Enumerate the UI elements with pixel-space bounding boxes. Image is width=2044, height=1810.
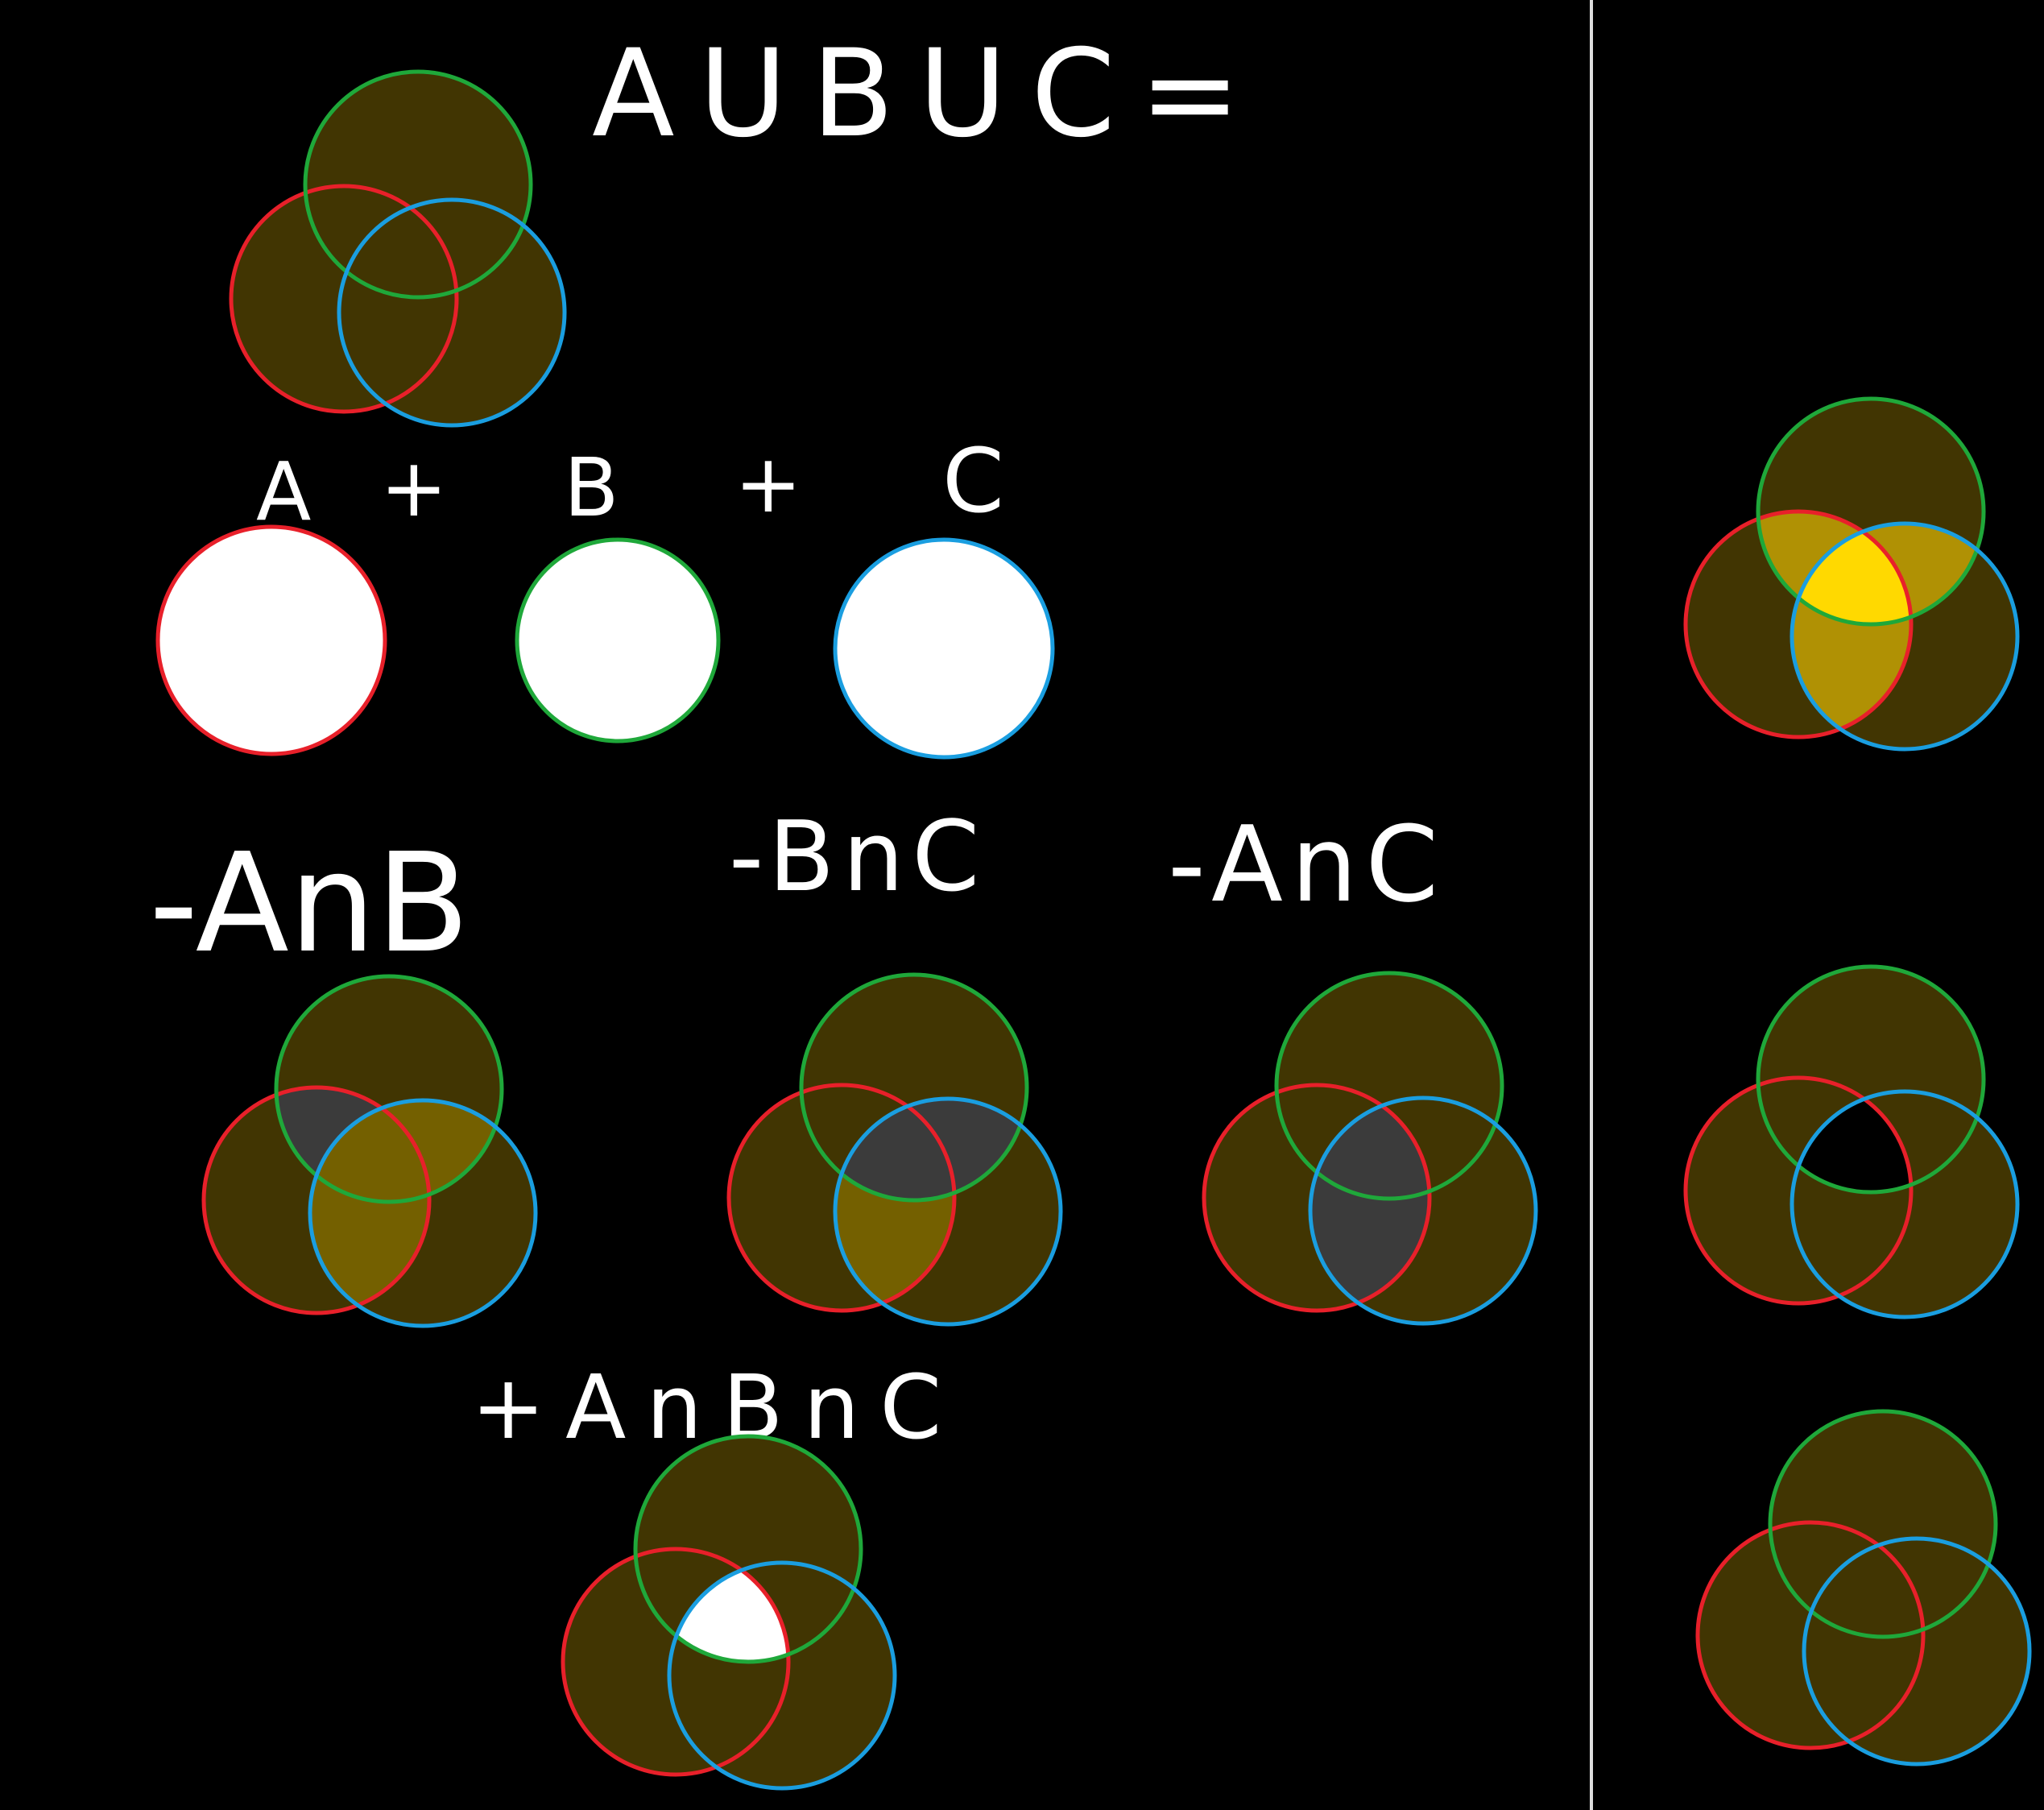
circle-c-outline: [1790, 1089, 2020, 1319]
union-label: AUBUC=: [592, 24, 1265, 164]
venn-union: [229, 69, 567, 428]
region-a-c: [1310, 1098, 1430, 1311]
single-circle-c: [833, 537, 1055, 760]
circle-b-outline: [1756, 964, 1986, 1195]
venn-right-mid: [1683, 964, 2020, 1319]
set-c-label: C: [942, 429, 1004, 532]
circle-b-outline: [303, 69, 533, 300]
circle-b-outline: [1756, 396, 1986, 627]
circle-a-outline: [1683, 1075, 1914, 1306]
venn-right-bot: [1695, 1409, 2032, 1767]
set-b-label: B: [564, 441, 619, 535]
circle-a-outline: [1683, 509, 1914, 739]
circle-b-outline: [1768, 1409, 1998, 1639]
region-a-b-c: [1792, 1091, 1911, 1192]
region-a-b-c: [1792, 524, 1911, 624]
plus-label-1: +: [380, 441, 448, 535]
minus-a-intersect-c-label: -AnC: [1168, 803, 1446, 926]
circle-a-outline: [561, 1547, 791, 1777]
circle-c-outline: [1790, 521, 2020, 752]
circle-b-outline: [799, 972, 1029, 1203]
circle-a-outline: [1202, 1083, 1432, 1313]
circle-c-outline: [1802, 1536, 2032, 1767]
venn-minus-ac: [1202, 971, 1538, 1326]
minus-b-intersect-c-label: -BnC: [729, 801, 987, 913]
circle-c-outline: [308, 1098, 538, 1328]
venn-right-top: [1683, 396, 2020, 752]
single-circle-a: [155, 524, 387, 756]
circle-a-outline: [229, 184, 459, 414]
set-a-label: A: [256, 445, 311, 539]
plus-label-2: +: [734, 437, 802, 531]
circle-a-outline: [726, 1083, 957, 1313]
circle-a-outline: [1695, 1520, 1926, 1750]
circle-a-outline: [201, 1085, 432, 1315]
venn-minus-ab: [201, 974, 538, 1328]
region-a-b-c: [669, 1563, 788, 1662]
circle-c-outline: [833, 1096, 1063, 1327]
circle-b-outline: [1274, 971, 1504, 1201]
plus-a-intersect-b-intersect-c-label: +AnBnC: [471, 1356, 962, 1459]
minus-a-intersect-b-label: -AnB: [149, 824, 470, 984]
region-fill-c: [339, 200, 565, 425]
venn-minus-bc: [726, 972, 1063, 1327]
circle-c-outline: [1308, 1096, 1538, 1326]
circle-c-outline: [667, 1560, 897, 1791]
circle-c-outline: [337, 197, 567, 428]
single-circle-b: [515, 537, 721, 743]
venn-plus-abc: [561, 1434, 897, 1791]
circle-b-outline: [633, 1434, 863, 1664]
circle-b-outline: [274, 974, 504, 1204]
